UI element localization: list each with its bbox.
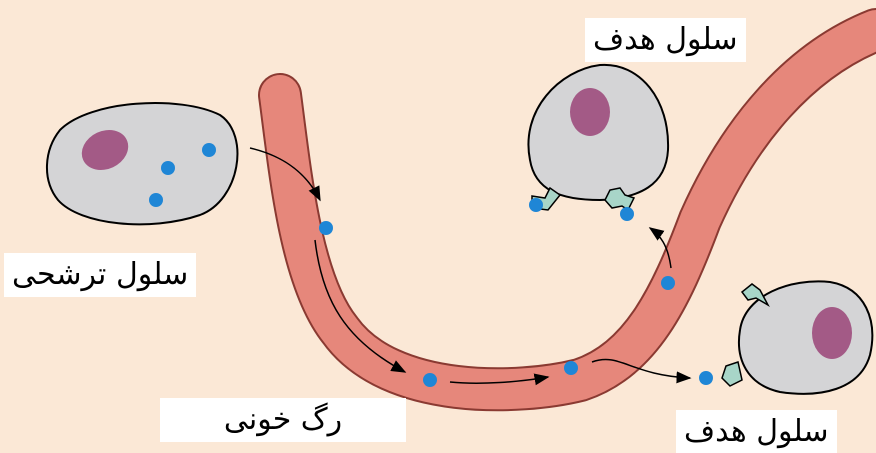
hormone-molecule [319,221,333,235]
hormone-molecule [202,143,216,157]
hormone-molecule [149,193,163,207]
receptor-lower [722,362,742,386]
bound-hormone-molecule [699,371,713,385]
target-cell-bottom-label: سلول هدف [676,410,837,453]
target-cell-top [528,65,668,221]
bound-hormone-molecule [529,198,543,212]
hormone-molecule [161,161,175,175]
hormone-molecule [423,373,437,387]
target-cell-nucleus [812,307,852,359]
blood-vessel-label: رگ خونی [160,398,406,442]
target-cell-bottom [699,281,872,393]
secreting-cell [47,103,237,224]
secreting-cell-label: سلول ترشحی [4,253,196,297]
hormone-molecule [564,361,578,375]
target-cell-top-label: سلول هدف [585,18,746,62]
hormone-molecule [661,276,675,290]
hormone-molecule [620,207,634,221]
target-cell-nucleus [570,88,610,136]
